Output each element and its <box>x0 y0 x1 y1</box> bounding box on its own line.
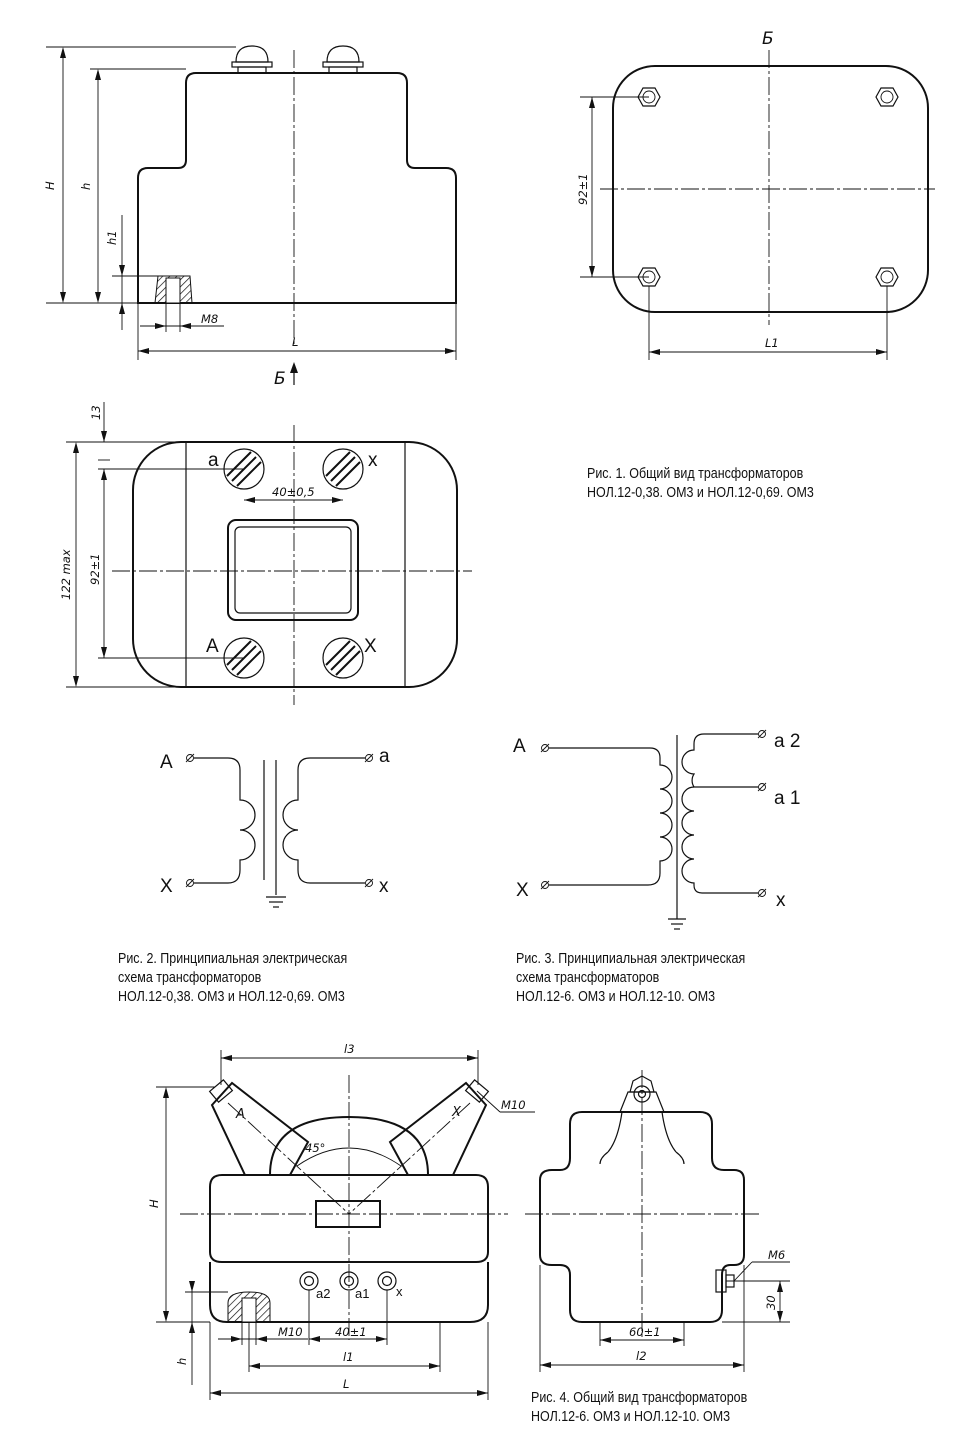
fig4-front-view: 45° A X a2 a1 x l3 M10 <box>147 1042 535 1400</box>
caption-fig3-line1: Рис. 3. Принципиальная электрическая <box>516 951 746 967</box>
caption-fig3-line2: схема трансформаторов <box>516 970 660 986</box>
dim-h1: h1 <box>105 230 119 245</box>
dim-122max: 122 max <box>59 549 73 600</box>
fig1-front-view: H h h1 M8 L Б <box>43 45 457 389</box>
dim-l2: l2 <box>636 1349 647 1363</box>
caption-fig1-line1: Рис. 1. Общий вид трансформаторов <box>587 466 804 482</box>
fig2-schematic: A X a x <box>160 746 390 908</box>
terminal-label-X: X <box>364 636 377 657</box>
fig2-label-x: x <box>379 876 389 897</box>
fig4-label-x: x <box>396 1284 403 1299</box>
caption-fig2-line2: схема трансформаторов <box>118 970 262 986</box>
fig2-label-A: A <box>160 752 173 773</box>
caption-fig4-line1: Рис. 4. Общий вид трансформаторов <box>531 1390 748 1406</box>
terminal-label-a: a <box>208 450 219 471</box>
fig3-terminal-symbols <box>540 729 767 898</box>
dim-13: 13 <box>89 405 103 420</box>
fig3-label-A: A <box>513 736 526 757</box>
dim-30: 30 <box>764 1295 778 1310</box>
caption-fig1: Рис. 1. Общий вид трансформаторов НОЛ.12… <box>587 465 814 503</box>
fig1-view-b: Б 92±1 L1 <box>576 29 935 360</box>
dim-M6: M6 <box>768 1248 785 1262</box>
arm-label-X: X <box>451 1105 462 1120</box>
fig4-terminal-a1 <box>339 1271 359 1291</box>
caption-fig1-line2: НОЛ.12-0,38. ОМ3 и НОЛ.12-0,69. ОМ3 <box>587 485 814 501</box>
caption-fig2: Рис. 2. Принципиальная электрическая схе… <box>118 950 347 1007</box>
fig4-label-a2: a2 <box>316 1286 330 1301</box>
dim-H-fig4: H <box>147 1199 161 1208</box>
arm-label-A: A <box>235 1107 245 1122</box>
terminal-cap-left <box>231 45 273 74</box>
caption-fig3-line3: НОЛ.12-6. ОМ3 и НОЛ.12-10. ОМ3 <box>516 989 716 1005</box>
hex-nut-br <box>875 267 899 287</box>
dim-40: 40±0,5 <box>272 485 315 499</box>
dim-40-fig4: 40±1 <box>335 1325 367 1339</box>
dim-L1: L1 <box>765 336 779 350</box>
terminal-x <box>322 448 364 490</box>
dim-angle-45: 45° <box>305 1141 325 1155</box>
fig3-label-a2: a 2 <box>774 731 800 752</box>
caption-fig2-line1: Рис. 2. Принципиальная электрическая <box>118 951 348 967</box>
dim-92b: 92±1 <box>88 553 102 585</box>
caption-fig4-line2: НОЛ.12-6. ОМ3 и НОЛ.12-10. ОМ3 <box>531 1409 731 1425</box>
dim-L: L <box>292 335 298 349</box>
fig3-schematic: A X a 2 a 1 x <box>513 729 800 930</box>
view-b-title: Б <box>762 29 774 49</box>
fig2-label-X: X <box>160 876 173 897</box>
fig3-label-a1: a 1 <box>774 788 800 809</box>
caption-fig2-line3: НОЛ.12-0,38. ОМ3 и НОЛ.12-0,69. ОМ3 <box>118 989 345 1005</box>
terminal-label-A: A <box>206 636 219 657</box>
dim-h: h <box>79 183 93 190</box>
m10-boss <box>227 1291 271 1323</box>
terminal-label-x: x <box>368 450 378 471</box>
fig1-top-view: a x A X 40±0,5 122 max 92±1 13 <box>59 402 472 705</box>
m8-boss <box>154 275 193 304</box>
dim-M10-top: M10 <box>501 1098 526 1112</box>
dim-M8: M8 <box>201 312 218 326</box>
terminal-cap-right <box>322 45 364 74</box>
caption-fig3: Рис. 3. Принципиальная электрическая схе… <box>516 950 745 1007</box>
dim-60: 60±1 <box>629 1325 661 1339</box>
dim-l1: l1 <box>343 1350 354 1364</box>
fig4-terminal-x <box>377 1271 397 1291</box>
fig3-label-X: X <box>516 880 529 901</box>
fig4-label-a1: a1 <box>355 1286 369 1301</box>
dim-h-fig4: h <box>175 1358 189 1365</box>
fig3-label-x: x <box>776 890 786 911</box>
dim-L-fig4: L <box>343 1377 349 1391</box>
terminal-X <box>322 637 364 679</box>
dim-H: H <box>43 181 57 190</box>
fig2-terminal-symbols <box>185 753 374 888</box>
view-label-B: Б <box>274 369 286 389</box>
dim-M10-bottom: M10 <box>278 1325 303 1339</box>
hex-nut-tr <box>875 87 899 107</box>
dim-92: 92±1 <box>576 173 590 205</box>
fig2-label-a: a <box>379 746 390 767</box>
caption-fig4: Рис. 4. Общий вид трансформаторов НОЛ.12… <box>531 1389 747 1427</box>
fig4-side-view: M6 30 60±1 l2 <box>525 1070 790 1372</box>
dim-l3: l3 <box>344 1042 355 1056</box>
